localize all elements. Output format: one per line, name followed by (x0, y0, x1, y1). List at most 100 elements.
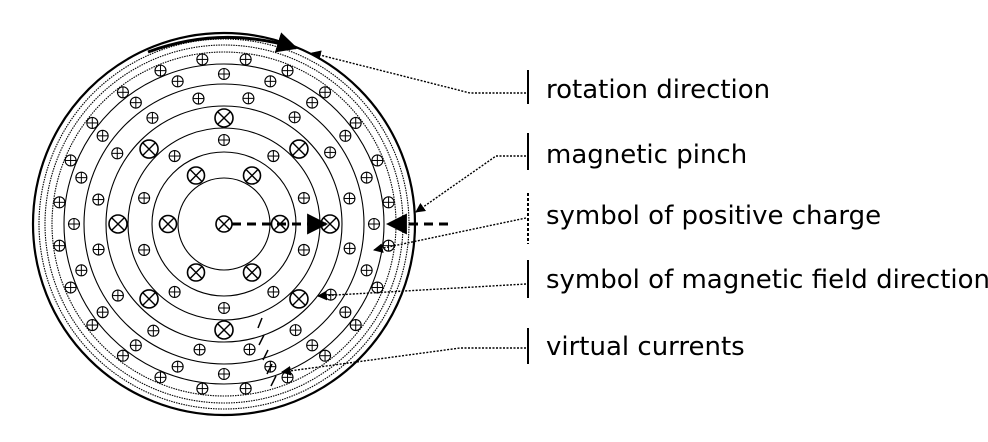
plus-in-circle-icon (193, 343, 206, 356)
disk-ring (83, 83, 365, 365)
cross-in-circle-icon (215, 215, 233, 233)
plus-in-circle-icon (239, 53, 252, 66)
plus-in-circle-icon (92, 193, 105, 206)
label-magnetic-pinch: magnetic pinch (546, 140, 748, 170)
plus-in-circle-icon (306, 96, 319, 109)
plus-in-circle-icon (324, 146, 337, 159)
plus-in-circle-icon (264, 75, 277, 88)
plus-in-circle-icon (116, 86, 129, 99)
plus-in-circle-icon (111, 289, 124, 302)
disk-rings (31, 31, 417, 417)
plus-in-circle-icon (217, 67, 231, 81)
leader-lines (281, 50, 527, 376)
plus-in-circle-icon (239, 382, 252, 395)
plus-in-circle-icon (339, 306, 352, 319)
cross-in-circle-icon (139, 289, 159, 309)
label-magnetic-field-symbol: symbol of magnetic field direction (546, 265, 988, 295)
plus-in-circle-icon (319, 86, 332, 99)
plus-in-circle-icon (154, 371, 167, 384)
plus-in-circle-icon (86, 116, 99, 129)
plus-in-circle-icon (288, 111, 301, 124)
plus-in-circle-icon (281, 64, 294, 77)
cross-in-circle-icon (186, 166, 206, 185)
plus-in-circle-icon (343, 192, 356, 205)
plus-in-circle-icon (267, 149, 280, 163)
leader-currents (281, 347, 526, 376)
plus-in-circle-icon (53, 239, 66, 252)
plus-in-circle-icon (371, 154, 384, 167)
plus-in-circle-icon (196, 53, 209, 66)
plus-in-circle-icon (297, 191, 310, 205)
cross-in-circle-icon (158, 214, 178, 234)
cross-in-circle-icon (242, 166, 262, 185)
cross-in-circle-icon (108, 214, 128, 234)
plus-in-circle-icon (64, 154, 77, 167)
leader-pinch (415, 155, 526, 213)
plus-in-circle-icon (96, 129, 109, 142)
plus-in-circle-icon (349, 116, 362, 129)
plus-in-circle-icon (154, 64, 167, 77)
plus-in-circle-icon (343, 242, 356, 255)
leader-positive (373, 217, 527, 253)
virtual-current-ticks (257, 317, 277, 387)
plus-in-circle-icon (196, 382, 209, 395)
disk-ring (63, 63, 385, 385)
label-virtual-currents: virtual currents (546, 332, 745, 362)
symbol-layer (53, 53, 395, 395)
plus-in-circle-icon (86, 319, 99, 332)
cross-in-circle-icon (186, 263, 206, 282)
plus-in-circle-icon (349, 319, 362, 332)
cross-in-circle-icon (289, 139, 309, 159)
plus-in-circle-icon (297, 243, 310, 257)
plus-in-circle-icon (382, 196, 395, 209)
plus-in-circle-icon (168, 149, 181, 163)
plus-in-circle-icon (242, 92, 255, 105)
plus-in-circle-icon (367, 217, 381, 231)
plus-in-circle-icon (324, 288, 337, 301)
plus-in-circle-icon (360, 264, 373, 277)
plus-in-circle-icon (217, 133, 231, 147)
plus-in-circle-icon (96, 306, 109, 319)
plus-in-circle-icon (111, 147, 124, 160)
cross-in-circle-icon (214, 108, 234, 128)
plus-in-circle-icon (168, 285, 181, 299)
plus-in-circle-icon (217, 301, 231, 315)
plus-in-circle-icon (92, 243, 105, 256)
plus-in-circle-icon (339, 129, 352, 142)
label-positive-charge-symbol: symbol of positive charge (546, 201, 882, 231)
plus-in-circle-icon (138, 243, 151, 257)
plus-in-circle-icon (171, 75, 184, 88)
cross-in-circle-icon (242, 263, 262, 282)
plus-in-circle-icon (281, 371, 294, 384)
plus-in-circle-icon (243, 343, 256, 356)
plus-in-circle-icon (146, 111, 159, 124)
plus-in-circle-icon (53, 196, 66, 209)
plus-in-circle-icon (319, 349, 332, 362)
plus-in-circle-icon (67, 217, 81, 231)
plus-in-circle-icon (192, 92, 205, 105)
plus-in-circle-icon (306, 339, 319, 352)
label-rotation-direction: rotation direction (546, 75, 771, 105)
plus-in-circle-icon (75, 171, 88, 184)
plus-in-circle-icon (371, 281, 384, 294)
disk-ring (105, 105, 343, 343)
plus-in-circle-icon (171, 360, 184, 373)
plus-in-circle-icon (147, 324, 160, 337)
plus-in-circle-icon (360, 171, 373, 184)
cross-in-circle-icon (214, 320, 234, 340)
plus-in-circle-icon (267, 285, 280, 299)
plus-in-circle-icon (64, 281, 77, 294)
plus-in-circle-icon (75, 264, 88, 277)
leader-rotation (311, 50, 526, 94)
plus-in-circle-icon (289, 324, 302, 337)
cross-in-circle-icon (139, 139, 159, 159)
cross-in-circle-icon (289, 289, 309, 309)
plus-in-circle-icon (217, 367, 231, 381)
plus-in-circle-icon (116, 349, 129, 362)
plus-in-circle-icon (382, 239, 395, 252)
plus-in-circle-icon (129, 339, 142, 352)
plus-in-circle-icon (129, 96, 142, 109)
plus-in-circle-icon (138, 191, 151, 205)
rotation-arrow (147, 32, 299, 54)
